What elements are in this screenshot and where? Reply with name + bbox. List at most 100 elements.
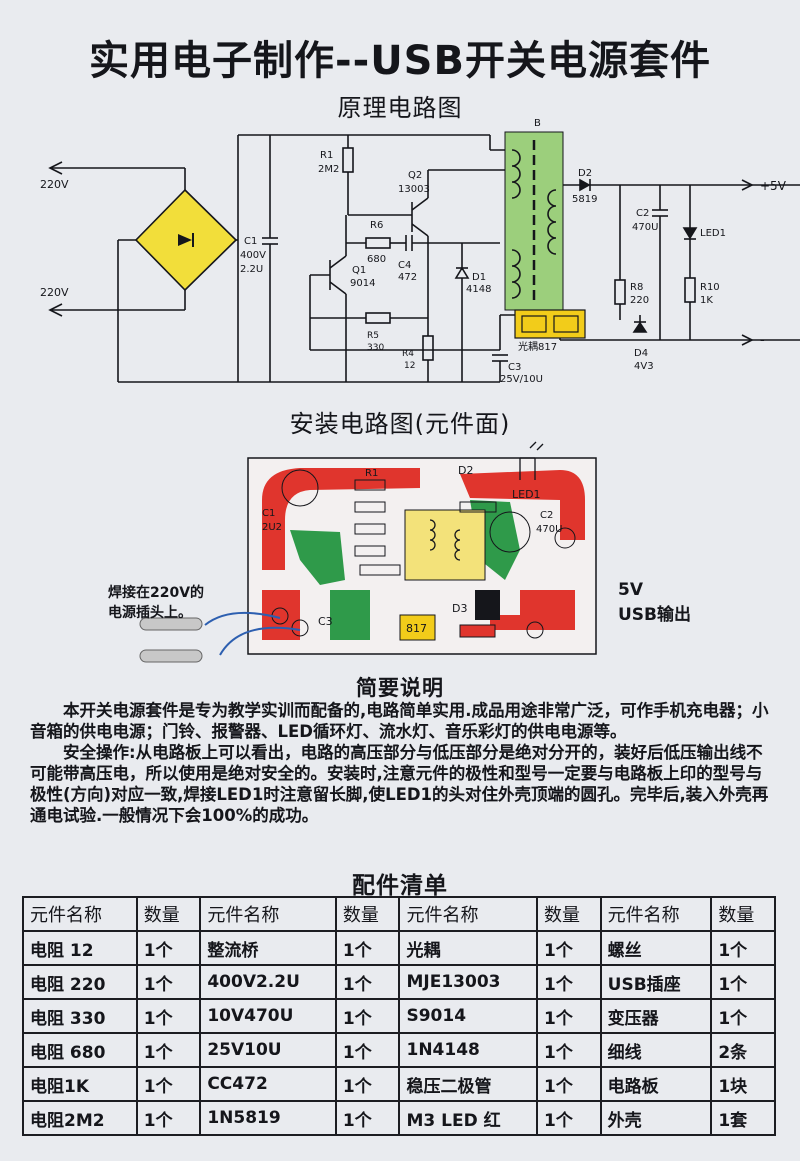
label-r5: R5: [367, 331, 379, 341]
solder-note-line1: 焊接在220V的: [108, 585, 205, 601]
table-cell: 电阻 330: [22, 998, 138, 1034]
description-paragraph-1: 本开关电源套件是专为教学实训而配备的,电路简单实用.成品用途非常广泛，可作手机充…: [30, 701, 769, 741]
label-r1: R1: [320, 150, 333, 161]
table-row: 电阻 680 1个 25V10U 1个 1N4148 1个 细线 2条: [22, 1032, 776, 1068]
label-optocoupler: 光耦817: [518, 340, 557, 353]
label-c2: C2: [636, 208, 649, 219]
table-cell: 光耦: [398, 930, 539, 966]
table-row: 电阻 12 1个 整流桥 1个 光耦 1个 螺丝 1个: [22, 930, 776, 966]
table-row: 电阻 220 1个 400V2.2U 1个 MJE13003 1个 USB插座 …: [22, 964, 776, 1000]
header-cell: 数量: [710, 896, 776, 932]
description-text: 本开关电源套件是专为教学实训而配备的,电路简单实用.成品用途非常广泛，可作手机充…: [30, 700, 775, 826]
label-d2-value: 5819: [572, 194, 597, 205]
table-cell: 2条: [710, 1032, 776, 1068]
label-c1: C1: [244, 236, 257, 247]
label-d1-value: 4148: [466, 284, 491, 295]
label-r8-value: 220: [630, 295, 649, 306]
table-cell: 1个: [710, 930, 776, 966]
table-row: 电阻 330 1个 10V470U 1个 S9014 1个 变压器 1个: [22, 998, 776, 1034]
table-cell: 1套: [710, 1100, 776, 1136]
table-cell: 1个: [135, 964, 202, 1000]
label-minus: -: [760, 333, 765, 348]
description-title: 简要说明: [356, 676, 444, 700]
parts-table: 元件名称 数量 元件名称 数量 元件名称 数量 元件名称 数量 电阻 12 1个…: [22, 896, 776, 1136]
table-cell: 1个: [536, 1066, 602, 1102]
pcb-label-c2: C2: [540, 510, 553, 521]
label-c4-value: 472: [398, 272, 417, 283]
table-row: 电阻2M2 1个 1N5819 1个 M3 LED 红 1个 外壳 1套: [22, 1100, 776, 1136]
table-cell: 1N5819: [199, 1100, 337, 1136]
header-cell: 数量: [334, 896, 401, 932]
table-cell: 1个: [135, 1100, 202, 1136]
pcb-label-c2-value: 470U: [536, 524, 562, 535]
label-led1: LED1: [700, 228, 726, 239]
schematic-diagram: 220V 220V C1 400V 2.2U R1 2M2 Q2 13003 R…: [40, 118, 800, 385]
table-cell: 1个: [135, 1032, 202, 1068]
table-cell: 1个: [334, 1100, 401, 1136]
table-cell: 1个: [334, 964, 401, 1000]
label-d4: D4: [634, 348, 648, 359]
pcb-label-d3: D3: [452, 602, 467, 615]
table-cell: 1个: [536, 1100, 602, 1136]
table-cell: 1个: [135, 998, 202, 1034]
table-cell: 1个: [536, 930, 602, 966]
table-cell: 整流桥: [199, 930, 337, 966]
assembly-title: 安装电路图(元件面): [289, 410, 511, 438]
table-cell: S9014: [398, 998, 539, 1034]
solder-note-line2: 电源插头上。: [108, 605, 192, 621]
table-cell: 电阻1K: [22, 1066, 138, 1102]
table-cell: 1个: [334, 998, 401, 1034]
table-cell: 电阻2M2: [22, 1100, 138, 1136]
table-cell: 稳压二极管: [398, 1066, 539, 1102]
table-cell: 外壳: [599, 1100, 713, 1136]
header-cell: 数量: [536, 896, 602, 932]
label-c2-value: 470U: [632, 222, 658, 233]
label-c1-cap: 2.2U: [240, 264, 263, 275]
label-q2-value: 13003: [398, 184, 430, 195]
parts-title: 配件清单: [352, 873, 448, 899]
output-5v: 5V: [618, 580, 643, 600]
label-r6-value: 680: [367, 254, 386, 265]
label-r6: R6: [370, 220, 383, 231]
table-cell: 1个: [135, 1066, 202, 1102]
label-r10-value: 1K: [700, 295, 713, 306]
header-cell: 元件名称: [199, 896, 337, 932]
table-cell: 电阻 680: [22, 1032, 138, 1068]
output-note: 5V USB输出: [618, 580, 691, 625]
table-cell: 电阻 12: [22, 930, 138, 966]
label-plus5v: +5V: [760, 179, 787, 193]
label-q2: Q2: [408, 170, 422, 181]
label-220v-top: 220V: [40, 178, 69, 191]
table-cell: 1个: [334, 1032, 401, 1068]
label-c3: C3: [508, 362, 521, 373]
pcb-label-led1: LED1: [512, 488, 541, 501]
table-cell: 1块: [710, 1066, 776, 1102]
table-cell: 1个: [536, 1032, 602, 1068]
pcb-layout: D2 LED1 R1 C1 2U2 C2 470U 817 D3 C3: [139, 441, 597, 663]
pcb-label-c1: C1: [262, 508, 275, 519]
table-cell: 1个: [135, 930, 202, 966]
table-cell: 1个: [536, 998, 602, 1034]
pcb-label-r1: R1: [365, 468, 378, 479]
header-cell: 元件名称: [599, 896, 713, 932]
label-q1-value: 9014: [350, 278, 375, 289]
table-cell: 25V10U: [199, 1032, 337, 1068]
table-cell: 电阻 220: [22, 964, 138, 1000]
label-r4-value: 12: [404, 361, 415, 371]
table-cell: 细线: [599, 1032, 713, 1068]
table-row: 电阻1K 1个 CC472 1个 稳压二极管 1个 电路板 1块: [22, 1066, 776, 1102]
table-cell: 1个: [710, 964, 776, 1000]
label-r8: R8: [630, 282, 643, 293]
table-cell: USB插座: [599, 964, 713, 1000]
label-r1-value: 2M2: [318, 164, 339, 175]
label-c1-voltage: 400V: [240, 250, 266, 261]
parts-header-row: 元件名称 数量 元件名称 数量 元件名称 数量 元件名称 数量: [22, 896, 776, 932]
output-usb: USB输出: [618, 605, 692, 625]
table-cell: 变压器: [599, 998, 713, 1034]
table-cell: 1个: [334, 930, 401, 966]
label-transformer: B: [534, 118, 541, 129]
table-cell: 1N4148: [398, 1032, 539, 1068]
table-cell: 电路板: [599, 1066, 713, 1102]
pcb-label-c3: C3: [318, 615, 333, 628]
table-cell: MJE13003: [398, 964, 539, 1000]
